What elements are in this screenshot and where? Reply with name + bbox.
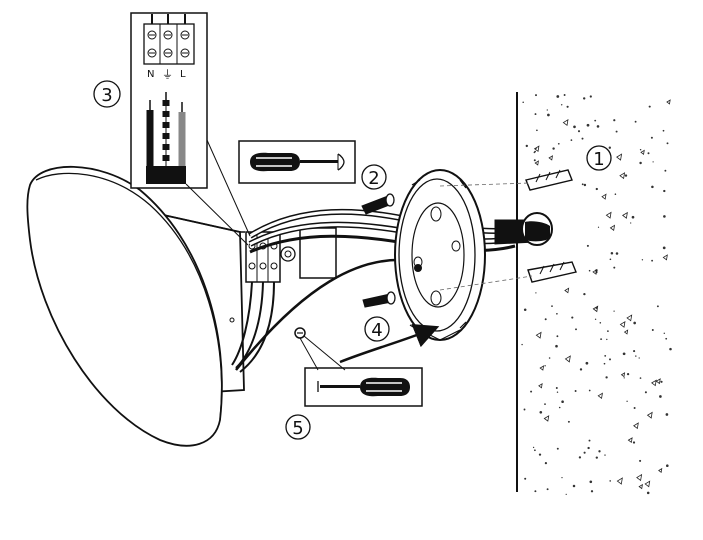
set-screw [294,327,306,339]
wall-texture [521,94,672,496]
step-3-marker: 3 [93,80,121,108]
screwdriver-inset-top [238,140,356,184]
dashed-guides [439,182,533,291]
step-4-marker: 4 [364,316,390,342]
lamp-shade [26,165,223,447]
screw-top [361,193,395,215]
housing-hole [229,317,235,323]
terminal-label-earth: ⏚ [162,68,173,81]
svg-text:3: 3 [101,85,112,106]
mounting-plate [394,169,486,341]
svg-text:4: 4 [371,320,382,341]
inset-leader-lines [185,139,251,246]
wall [516,92,672,496]
lamp-fixture [26,165,245,447]
screw-bottom [362,291,396,308]
terminal-label-live: L [180,69,186,80]
terminal-detail-inset: N ⏚ L [130,12,208,189]
terminal-label-neutral: N [147,69,154,80]
wall-anchor-bottom [527,261,577,283]
inset-5-leader [299,335,346,371]
wall-anchor-top [525,169,573,191]
svg-text:1: 1 [593,149,604,170]
svg-text:5: 5 [292,418,303,439]
wall-cable-entry [494,212,553,246]
step-2-marker: 2 [361,164,387,190]
screwdriver-inset-bottom [304,367,423,407]
step-5-marker: 5 [285,414,311,440]
svg-text:2: 2 [368,168,379,189]
step-1-marker: 1 [586,145,612,171]
mount-direction-arrow [339,323,440,364]
